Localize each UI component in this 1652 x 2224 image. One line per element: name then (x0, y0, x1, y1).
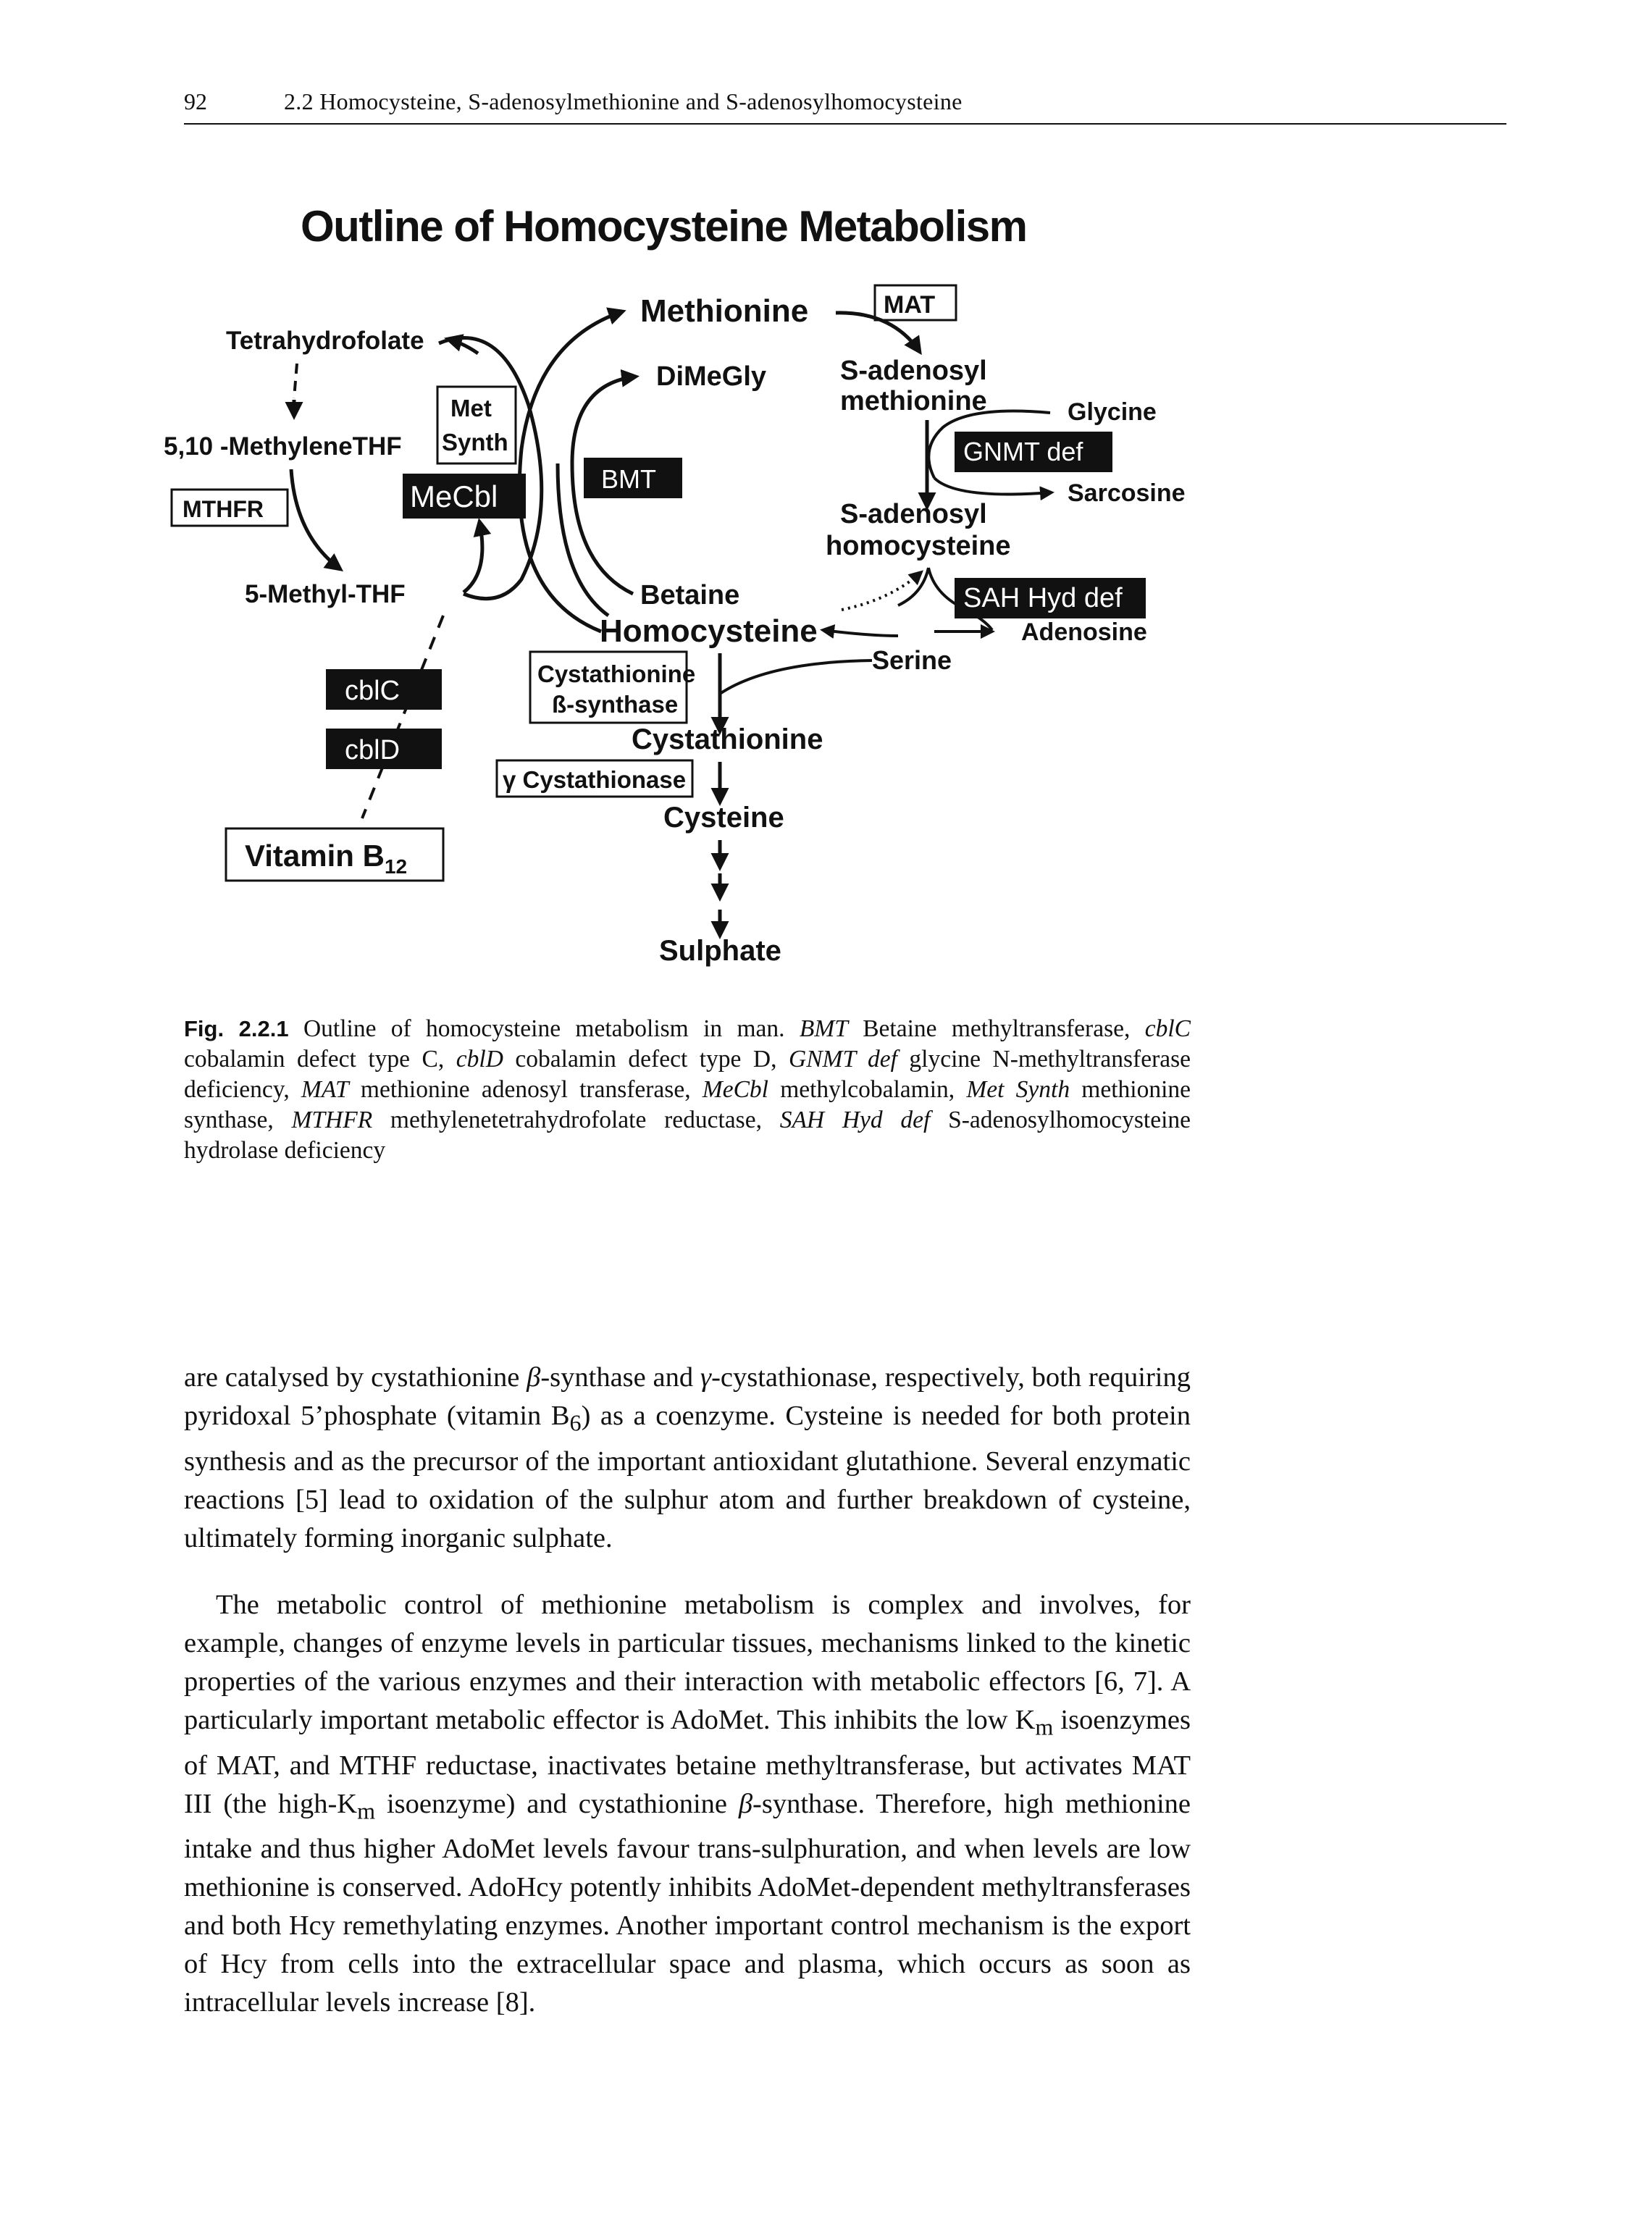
serine-join-line (718, 659, 873, 695)
cysteine-label: Cysteine (663, 802, 784, 834)
arrow-sah-to-homocysteine (820, 624, 899, 639)
vitamin-b12-subscript: 12 (385, 855, 407, 878)
mat-label: MAT (884, 291, 935, 319)
met-synth-box (436, 385, 517, 465)
header-rule (184, 123, 1506, 125)
methylene-thf-label: 5,10 -MethyleneTHF (164, 432, 402, 461)
arrow-methylene-to-methylthf (289, 469, 344, 571)
arrow-thf-to-methylene (293, 363, 298, 399)
gnmt-def-label: GNMT def (963, 437, 1083, 466)
figure-caption: Fig. 2.2.1 Outline of homocysteine metab… (184, 1014, 1191, 1166)
running-header: 92 2.2 Homocysteine, S-adenosylmethionin… (184, 88, 1506, 132)
sulphate-label: Sulphate (659, 935, 781, 967)
arc-betaine-to-dimegly (570, 369, 640, 596)
sah-label-line2: homocysteine (826, 531, 1011, 561)
bmt-box (584, 458, 682, 498)
arrow-methylthf-to-mecbl (462, 518, 492, 594)
sah-hyd-def-box (955, 578, 1146, 618)
homocysteine-label: Homocysteine (600, 613, 818, 649)
sah-hydrolase-split (897, 567, 930, 607)
methionine-label: Methionine (640, 293, 808, 329)
met-synth-label-line1: Met (450, 395, 492, 421)
mthfr-box (170, 488, 289, 527)
running-title: 2.2 Homocysteine, S-adenosylmethionine a… (284, 88, 963, 114)
cbs-label-line2: ß-synthase (552, 691, 678, 718)
vitamin-b12-label: Vitamin B12 (245, 839, 407, 878)
arrow-to-tetrahydrofolate (444, 334, 479, 356)
tetrahydrofolate-label: Tetrahydrofolate (226, 327, 424, 355)
mecbl-label: MeCbl (410, 479, 498, 513)
arc-homocysteine-to-methionine (517, 307, 626, 634)
mecbl-box (403, 474, 526, 519)
caption-intro: Outline of homocysteine metabolism in ma… (288, 1015, 800, 1042)
cblc-box (326, 669, 442, 710)
dashed-b12-to-methylthf (361, 615, 445, 819)
glycine-label: Glycine (1068, 398, 1157, 426)
met-synth-label-line2: Synth (442, 429, 508, 456)
cystathionase-box (495, 759, 694, 798)
body-paragraph-1: are catalysed by cystathionine β-synthas… (184, 1362, 1191, 1553)
gnmt-def-box (955, 432, 1112, 472)
arrow-methionine-to-sam (835, 311, 922, 356)
arrow-to-sarcosine (933, 477, 1054, 501)
mthfr-label: MTHFR (183, 496, 264, 522)
sah-label-line1: S-adenosyl (840, 499, 987, 529)
mat-box (873, 284, 957, 322)
figure-title: Outline of Homocysteine Metabolism (301, 202, 1028, 251)
arc-homocysteine-to-betaine-inner (555, 463, 610, 618)
cystathionase-label: γ Cystathionase (503, 766, 686, 793)
adenosine-label: Adenosine (1021, 618, 1147, 646)
caption-figure-label: Fig. 2.2.1 (184, 1016, 289, 1041)
cblc-label: cblC (345, 676, 400, 706)
bmt-label: BMT (601, 464, 656, 494)
sam-label-line2: methionine (840, 386, 987, 416)
methyl-thf-label: 5-Methyl-THF (245, 580, 406, 608)
serine-label: Serine (872, 645, 952, 675)
caption-entries: BMT Betaine methyltransferase, cblC coba… (184, 1015, 1191, 1164)
dimegly-label: DiMeGly (656, 361, 766, 392)
cbld-box (326, 729, 442, 769)
sam-label-line1: S-adenosyl (840, 356, 987, 386)
page-number: 92 (184, 88, 207, 114)
cbld-label: cblD (345, 735, 400, 765)
cystathionine-label: Cystathionine (632, 723, 823, 755)
body-paragraph-2: The metabolic control of methionine meta… (184, 1590, 1191, 2018)
cbs-box (529, 650, 688, 724)
sah-hyd-def-label: SAH Hyd def (963, 583, 1123, 613)
dotted-reverse-sah (841, 570, 923, 611)
cbs-label-line1: Cystathionine (537, 660, 695, 687)
sarcosine-label: Sarcosine (1068, 479, 1186, 507)
vitamin-b12-box (225, 827, 445, 882)
betaine-label: Betaine (640, 580, 739, 610)
arc-remethylation-outer (438, 336, 544, 601)
